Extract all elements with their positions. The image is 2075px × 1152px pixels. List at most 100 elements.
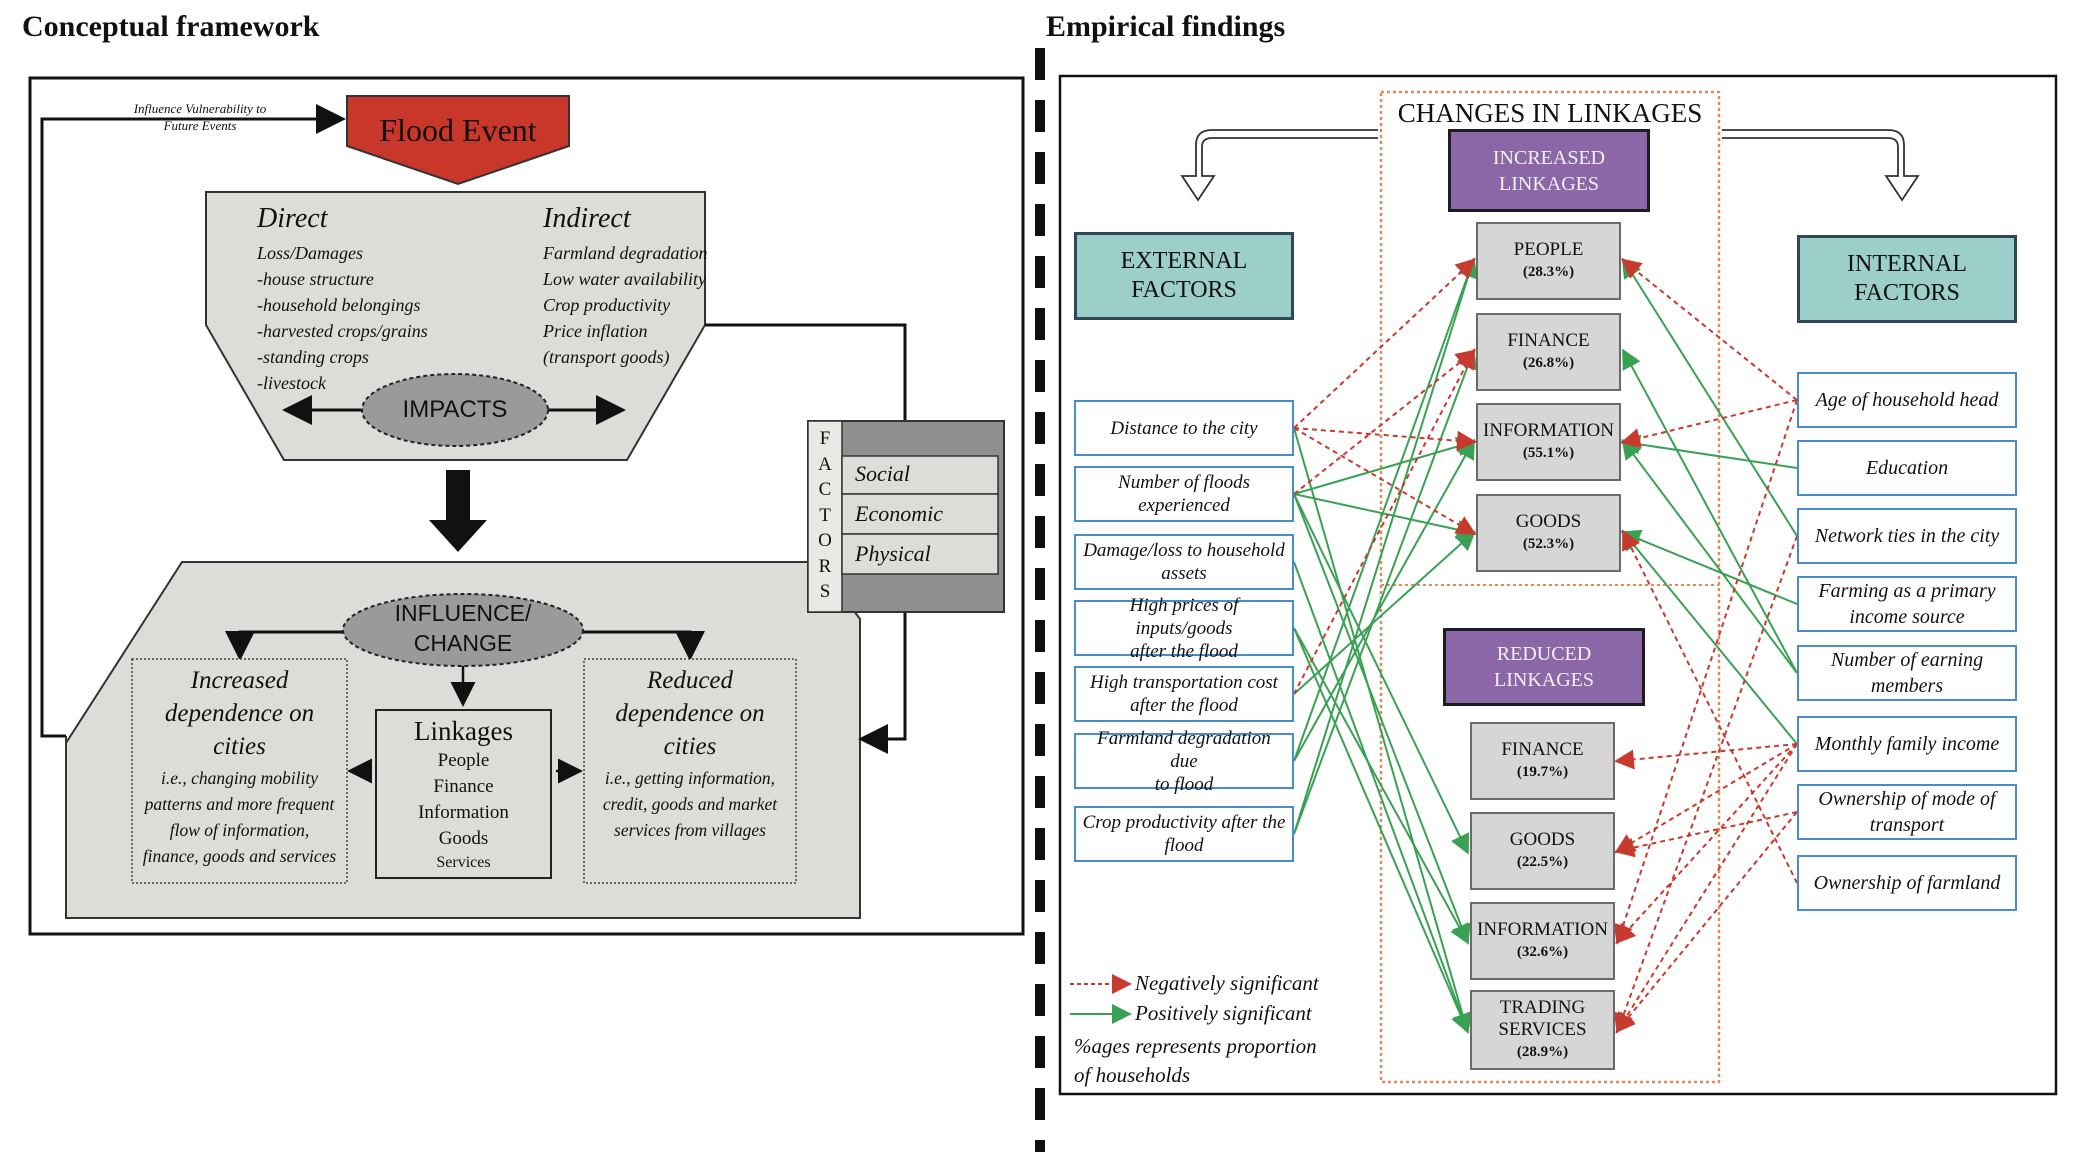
linkage-percentage: (22.5%) [1516, 854, 1569, 870]
increased-dependence-desc: i.e., changing mobility patterns and mor… [142, 768, 337, 866]
linkage-percentage: (52.3%) [1522, 536, 1575, 552]
positive-link-arrow [1293, 348, 1477, 835]
external-factor-line: after the flood [1130, 640, 1238, 662]
external-factor-line: experienced [1138, 495, 1230, 516]
increased-linkage-goods: GOODS (52.3%) [1476, 494, 1621, 572]
negative-link-arrow [1614, 743, 1798, 854]
changes-in-linkages-title: CHANGES IN LINKAGES [1397, 97, 1703, 128]
negative-link-arrow [1613, 399, 1798, 945]
flood-event-label: Flood Event [379, 111, 537, 148]
factor-economic: Economic [855, 501, 943, 526]
internal-factor-line: Number of earning [1830, 649, 1984, 671]
increased-linkage-information: INFORMATION (55.1%) [1476, 403, 1621, 481]
positive-link-arrow [1620, 529, 1798, 605]
negative-link-arrow [1293, 427, 1477, 536]
linkage-name: GOODS [1515, 511, 1582, 532]
impacts-shape [205, 191, 706, 461]
linkage-name: INFORMATION [1483, 420, 1614, 441]
internal-factor-line: transport [1869, 814, 1945, 836]
external-factor-line: flood [1164, 835, 1204, 856]
indirect-list: Farmland degradation Low water availabil… [543, 243, 708, 367]
findings-frame [1058, 74, 2058, 1096]
internal-factor-ownership-of-farmland: Ownership of farmland [1797, 855, 2017, 911]
influence-change-label: INFLUENCE/ CHANGE [394, 600, 532, 656]
reduced-dependence-heading: Reduced dependence on cities [615, 667, 765, 760]
linkage-name: INFORMATION [1477, 919, 1608, 940]
flood-event-shape [346, 95, 570, 186]
positive-link-arrow [1293, 257, 1478, 762]
positive-link-arrow [1293, 561, 1471, 1034]
negative-link-arrow [1614, 535, 1798, 1034]
negative-link-arrow [1614, 743, 1798, 770]
factor-physical: Physical [855, 541, 931, 566]
negative-link-arrow [1622, 529, 1798, 884]
external-factor-line: Farmland degradation due [1097, 727, 1271, 772]
influence-ellipse [342, 593, 584, 667]
right-section-title: Empirical findings [1046, 10, 1286, 43]
external-factor-line: High prices of inputs/goods [1129, 594, 1239, 639]
negative-link-arrow [1620, 399, 1798, 448]
negative-link-arrow [1615, 811, 1798, 1034]
conceptual-framework-diagram [28, 76, 1025, 936]
external-factor-line: Distance to the city [1110, 417, 1258, 439]
reduced-linkage-goods: GOODS(22.5%) [1470, 812, 1615, 890]
linkage-percentage: (26.8%) [1522, 355, 1575, 371]
internal-factor-line: Ownership of mode of [1818, 788, 1996, 810]
positive-link-arrow [1293, 257, 1478, 835]
internal-factor-line: Education [1865, 457, 1949, 479]
factor-social: Social [855, 461, 910, 486]
positive-link-arrow [1293, 530, 1476, 695]
legend-note: %ages represents proportion of household… [1074, 1034, 1317, 1087]
positive-link-arrow [1293, 627, 1469, 945]
positive-link-arrow [1621, 529, 1798, 745]
positive-link-arrow [1293, 436, 1477, 495]
negative-link-arrow [1615, 743, 1798, 944]
linkages-box [375, 709, 552, 879]
reduced-dependence-desc: i.e., getting information, credit, goods… [602, 768, 778, 840]
positive-link-arrow [1622, 348, 1798, 674]
internal-factor-monthly-family-income: Monthly family income [1797, 716, 2017, 772]
linkage-percentage: (28.9%) [1516, 1044, 1569, 1060]
external-curved-arrow [1180, 129, 1378, 202]
increased-linkage-people: PEOPLE(28.3%) [1476, 222, 1621, 300]
external-factor-line: to flood [1154, 773, 1214, 795]
internal-factor-line: Network ties in the city [1814, 525, 2000, 547]
positive-link-arrow [1621, 438, 1798, 674]
external-factor-distance-to-the-city: Distance to the city [1074, 400, 1294, 456]
internal-factor-line: Age of household head [1815, 389, 1999, 411]
internal-factor-line: Ownership of farmland [1813, 872, 2001, 894]
internal-factor-line: Monthly family income [1814, 733, 2000, 755]
reduced-linkage-finance: FINANCE(19.7%) [1470, 722, 1615, 800]
linkage-name: FINANCE [1501, 739, 1584, 760]
negative-link-arrow [1293, 349, 1477, 495]
positive-link-arrow [1293, 427, 1473, 1034]
down-arrow [429, 470, 487, 552]
external-factor-line: Damage/loss to household [1083, 540, 1285, 561]
indirect-heading: Indirect [543, 203, 631, 234]
linkages-heading: Linkages [414, 716, 513, 746]
left-section-title: Conceptual framework [22, 10, 320, 43]
increased-linkage-finance: FINANCE(26.8%) [1476, 313, 1621, 391]
feedback-arrow [40, 104, 346, 738]
internal-factor-line: income source [1849, 606, 1965, 628]
linkage-name: TRADING [1499, 997, 1586, 1018]
negative-link-arrow [1293, 258, 1476, 429]
linkage-percentage: (55.1%) [1522, 445, 1575, 461]
positive-link-arrow [1293, 493, 1470, 855]
internal-curved-arrow [1722, 129, 1920, 202]
legend-negative-label: Negatively significant [1135, 971, 1319, 995]
internal-factor-age-of-household-head: Age of household head [1797, 372, 2017, 428]
reduced-dependence-box [583, 658, 797, 884]
negative-link-arrow [1293, 427, 1477, 451]
reduced-linkage-information: INFORMATION(32.6%) [1470, 902, 1615, 980]
external-factor-line: after the flood [1130, 695, 1238, 716]
